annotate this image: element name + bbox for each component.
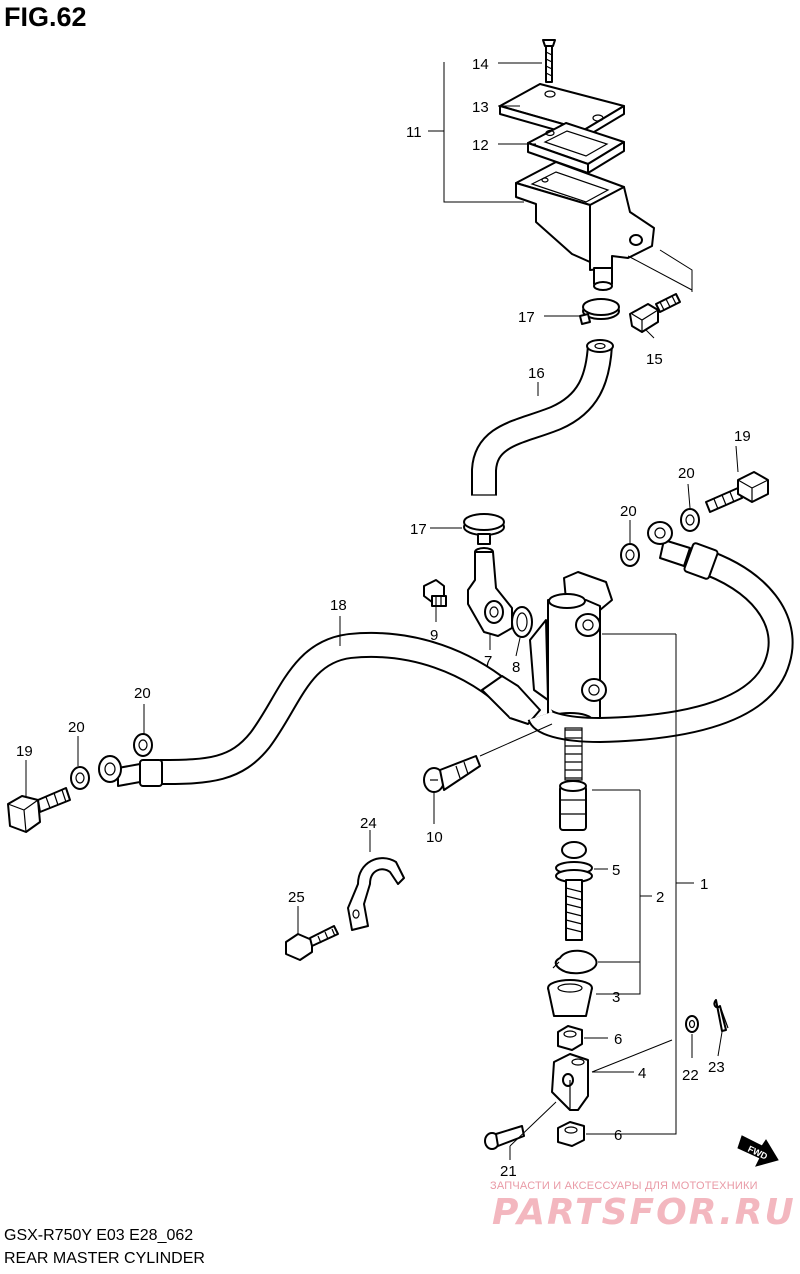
figure-caption: REAR MASTER CYLINDER (4, 1250, 205, 1267)
fwd-arrow-icon: FWD (737, 1135, 779, 1167)
callout-19-right: 19 (734, 428, 751, 445)
lock-nut-upper (557, 1025, 583, 1051)
callout-4: 4 (638, 1065, 646, 1082)
crush-washer-left-inner (133, 733, 153, 757)
reservoir-diaphragm (527, 122, 625, 174)
callout-1: 1 (700, 876, 708, 893)
callout-21: 21 (500, 1163, 517, 1180)
union-bolt-right (705, 471, 769, 513)
bracket-bolt (285, 925, 339, 961)
callout-10: 10 (426, 829, 443, 846)
callout-20-left-inner: 20 (134, 685, 151, 702)
callout-8: 8 (512, 659, 520, 676)
hose-clamp-upper (579, 298, 620, 325)
push-rod (555, 841, 593, 941)
reservoir-screw (542, 39, 556, 83)
callout-11: 11 (406, 124, 422, 141)
callout-14: 14 (472, 56, 489, 73)
hose-clamp-lower (463, 513, 505, 545)
callout-20-left-outer: 20 (68, 719, 85, 736)
callout-6-lower: 6 (614, 1127, 622, 1144)
callout-17-upper: 17 (518, 309, 535, 326)
callout-7: 7 (484, 653, 492, 670)
master-cylinder-body (529, 571, 613, 728)
cotter-pin (713, 999, 729, 1032)
callout-23: 23 (708, 1059, 725, 1076)
watermark-tagline: ЗАПЧАСТИ И АКСЕССУАРЫ ДЛЯ МОТОТЕХНИКИ (490, 1180, 758, 1192)
callout-9: 9 (430, 627, 438, 644)
crush-washer-right-inner (620, 543, 640, 567)
callout-17-lower: 17 (410, 521, 427, 538)
union-bolt-reservoir (629, 293, 681, 333)
watermark-logo: PARTSFOR.RU (492, 1192, 796, 1233)
circlip (552, 949, 598, 975)
crush-washer-right-outer (680, 508, 700, 532)
callout-25: 25 (288, 889, 305, 906)
callout-5: 5 (612, 862, 620, 879)
leader-lines (25, 62, 739, 1160)
callout-16: 16 (528, 365, 545, 382)
piston (559, 780, 587, 831)
o-ring (511, 606, 533, 638)
return-spring (564, 727, 583, 781)
callout-20-right-inner: 20 (620, 503, 637, 520)
callout-24: 24 (360, 815, 377, 832)
reservoir-hose (471, 339, 614, 496)
callout-22: 22 (682, 1067, 699, 1084)
dust-boot (547, 979, 593, 1017)
hose-fitting (467, 547, 513, 637)
callout-15: 15 (646, 351, 663, 368)
brake-hose-left (98, 632, 541, 787)
callout-3: 3 (612, 989, 620, 1006)
callout-6-upper: 6 (614, 1031, 622, 1048)
callout-2: 2 (656, 889, 664, 906)
reservoir-body (515, 161, 655, 291)
model-code: GSX-R750Y E03 E28_062 (4, 1227, 194, 1244)
callout-labels: 1 2 3 4 5 6 6 7 8 9 10 11 12 13 14 15 16… (16, 56, 751, 1180)
callout-18: 18 (330, 597, 347, 614)
hose-guide-bracket (347, 857, 405, 931)
callout-12: 12 (472, 137, 489, 154)
lock-nut-lower (557, 1121, 585, 1147)
callout-13: 13 (472, 99, 489, 116)
figure-title: FIG.62 (4, 2, 87, 32)
pin-washer (685, 1015, 699, 1033)
union-bolt-left (7, 787, 71, 833)
fitting-screw (423, 579, 447, 607)
callout-20-right-outer: 20 (678, 465, 695, 482)
clevis (551, 1053, 589, 1111)
clevis-pin (484, 1125, 525, 1150)
cylinder-mount-bolt (423, 755, 481, 793)
callout-19-left: 19 (16, 743, 33, 760)
crush-washer-left-outer (70, 766, 90, 790)
